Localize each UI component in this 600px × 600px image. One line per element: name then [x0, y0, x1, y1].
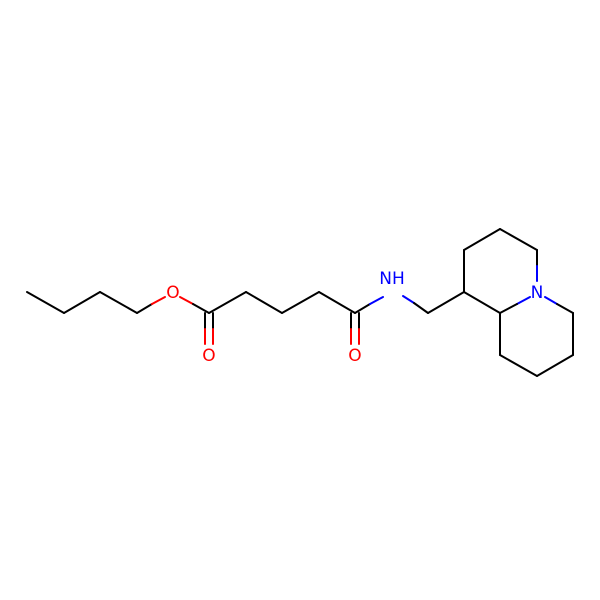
bond-n-r6-black: [499, 303, 518, 314]
ring-nitrogen-label: N: [531, 283, 544, 303]
atom-labels: O O O NH N: [166, 269, 543, 366]
ester-group: [136, 296, 214, 345]
ester-oxygen-label: O: [166, 283, 179, 303]
ester-carbonyl-oxygen-label: O: [202, 346, 215, 366]
bond-c5-c6: [208, 291, 247, 314]
amide-group: [350, 291, 465, 345]
bond-o-c5-black: [192, 303, 210, 314]
bond-c4-o-red: [151, 296, 166, 305]
bond-r8-r9: [536, 354, 574, 377]
bond-c1-c2: [26, 291, 65, 314]
bond-c6-c7: [245, 291, 283, 314]
amide-carbonyl-oxygen-label: O: [348, 346, 361, 366]
butyl-chain: [26, 291, 138, 314]
bond-c4-o-black: [136, 303, 153, 314]
quinolizidine-ring: [463, 228, 574, 377]
bond-o-c5-red: [179, 296, 194, 305]
bond-c2-c3: [63, 291, 101, 314]
amide-nh-label: NH: [379, 269, 405, 289]
bond-c7-c8: [281, 291, 320, 314]
glutaryl-chain: [208, 291, 356, 314]
bond-c3-c4: [99, 291, 138, 314]
bond-n-c10-black: [413, 302, 429, 314]
bond-r6-r1: [463, 291, 501, 314]
bond-n-r7-blue: [544, 296, 558, 305]
bond-r9-r10: [499, 354, 538, 377]
bond-n-r6-blue: [516, 296, 531, 305]
bond-n-c10-blue: [402, 295, 415, 304]
bond-r2-r3: [463, 228, 501, 251]
bond-c9-n-black: [354, 303, 371, 314]
bond-c10-ring: [427, 291, 465, 314]
bond-c9-n-blue: [369, 296, 384, 305]
bond-c8-c9: [318, 291, 356, 314]
bond-r3-r4: [499, 228, 538, 251]
bond-n-r7-black: [556, 303, 574, 314]
